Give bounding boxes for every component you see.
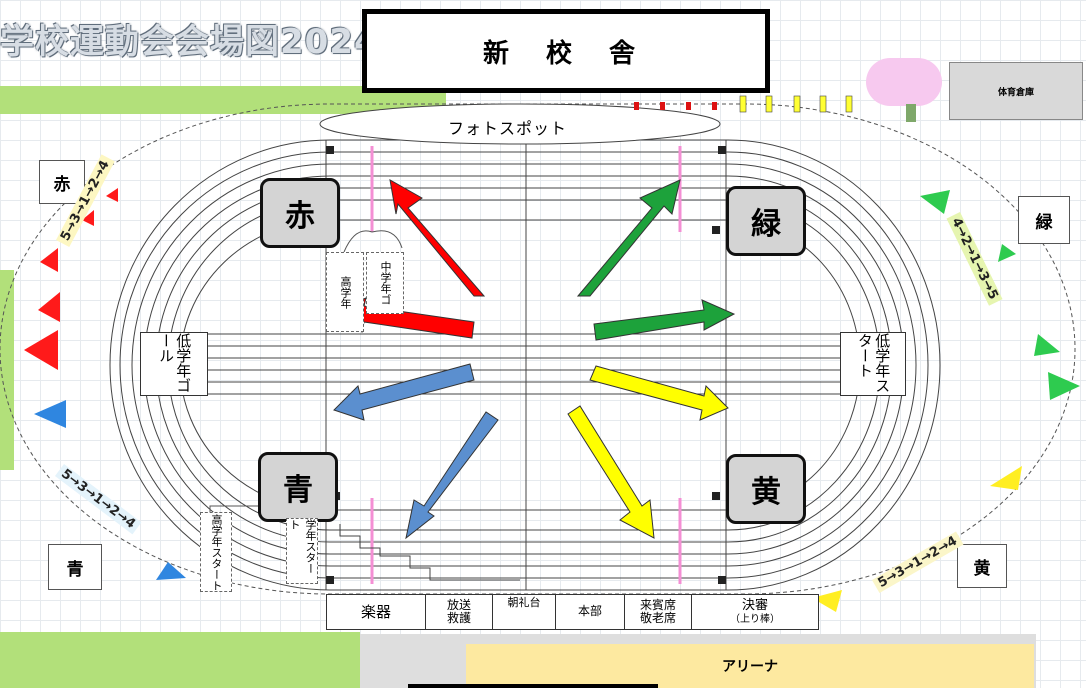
flag-poles (634, 95, 853, 113)
team-yellow-box: 黄 (726, 454, 806, 524)
low-grade-start: 低学年スタート (840, 332, 906, 396)
storage-shed: 体育倉庫 (949, 62, 1083, 120)
photo-spot-label: フォトスポット (448, 119, 568, 138)
broadcast-first-aid: 放送救護 (426, 595, 493, 629)
red-flags (24, 188, 118, 370)
station-blue: 青 (48, 544, 102, 590)
green-arrow-right (593, 299, 736, 341)
green-arrow-upright (576, 179, 681, 297)
yellow-arrow-downright (567, 405, 655, 539)
mid-grade-start: 学年スタート (286, 518, 318, 584)
cherry-tree-icon (866, 58, 942, 106)
station-yellow: 黄 (957, 544, 1007, 588)
mid-grade-goal: 中学年ゴ (366, 252, 404, 314)
high-grade-goal: 高学年 (326, 252, 364, 332)
team-green-box: 緑 (726, 186, 806, 256)
judges: 決審（上り棒） (730, 598, 780, 625)
team-red-box: 赤 (260, 178, 340, 248)
morning-podium: 朝礼台 (493, 595, 556, 629)
station-green: 緑 (1018, 196, 1070, 244)
arena: アリーナ (466, 644, 1034, 688)
page-title: 学校運動会会場図2024 (0, 22, 379, 62)
yellow-flags (812, 466, 1022, 612)
guest-seats: 来賓席敬老席 (625, 595, 692, 629)
high-grade-start: 高学年スタート (200, 512, 232, 592)
red-arrow-upleft (389, 179, 486, 297)
tree-trunk (906, 104, 916, 122)
front-row-facilities: 楽器 放送救護 朝礼台 本部 来賓席敬老席 決審（上り棒） (326, 594, 819, 630)
arena-entrance (408, 684, 658, 688)
blue-arrow-downleft (405, 411, 499, 540)
headquarters: 本部 (556, 595, 625, 629)
station-red: 赤 (39, 160, 85, 204)
yellow-arrow-right (589, 365, 729, 421)
new-school-building: 新 校 舎 (362, 9, 770, 93)
instruments: 楽器 (327, 595, 426, 629)
green-flags (920, 190, 1080, 400)
low-grade-goal: 低学年ゴール (140, 332, 208, 396)
grass-left (0, 270, 14, 470)
team-blue-box: 青 (258, 452, 338, 522)
blue-arrow-left (333, 363, 475, 421)
photo-spot-ellipse (319, 103, 721, 145)
grass-bottom-left (0, 632, 360, 688)
blue-flags (34, 400, 186, 580)
